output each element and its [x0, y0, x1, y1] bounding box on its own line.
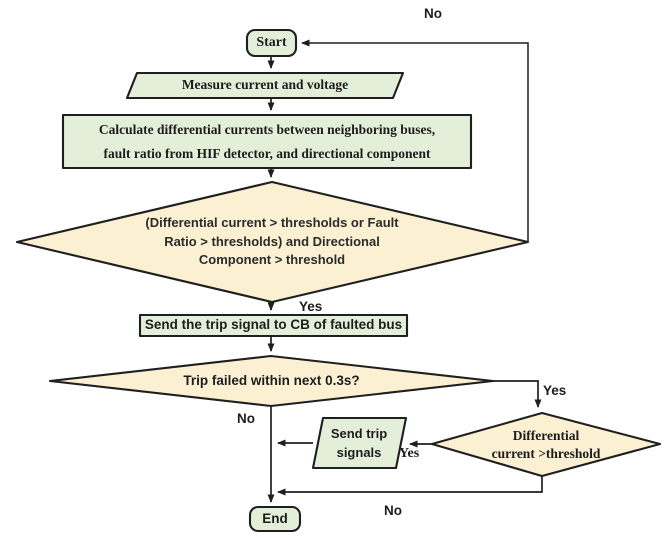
measure-io-shape	[125, 71, 405, 100]
calculate-label-line1: Calculate differential currents between …	[98, 121, 436, 137]
calculate-label-line2: fault ratio from HIF detector, and direc…	[103, 145, 431, 161]
edge-label-no-top: No	[424, 6, 442, 21]
start-label: Start	[256, 35, 287, 51]
send-trip-io-shape	[311, 416, 408, 470]
edge-label-no-trip: No	[237, 411, 255, 426]
send-trip-label-line2: signals	[336, 445, 382, 460]
edge-decision-no-to-start	[301, 39, 529, 241]
differential-decision-line2: current >threshold	[491, 445, 601, 461]
start-terminal-shape	[245, 28, 298, 58]
measure-label: Measure current and voltage	[181, 77, 349, 93]
edge-label-yes-diff: Yes	[399, 446, 420, 461]
differential-decision-line1: Differential	[512, 427, 580, 443]
end-terminal-shape	[248, 505, 302, 533]
edge-label-yes-trip: Yes	[543, 383, 567, 398]
edge-label-yes-main: Yes	[299, 299, 323, 314]
edge-tripfailed-yes-to-diff	[493, 380, 542, 408]
trip-signal-process-shape	[138, 313, 409, 338]
trip-failed-decision-shape	[48, 354, 495, 408]
main-decision-line1: (Differential current > thresholds or Fa…	[145, 215, 399, 231]
trip-failed-label: Trip failed within next 0.3s?	[183, 372, 360, 388]
send-trip-label-line1: Send trip	[330, 426, 388, 441]
end-label: End	[262, 510, 288, 526]
differential-decision-shape	[430, 411, 662, 478]
main-decision-shape	[15, 180, 530, 304]
main-decision-line3: Component > threshold	[198, 252, 346, 268]
main-decision-line2: Ratio > thresholds) and Directional	[164, 233, 380, 249]
trip-signal-label: Send the trip signal to CB of faulted bu…	[144, 317, 403, 333]
calculate-process-shape	[61, 113, 473, 170]
edge-diff-no-to-endline	[277, 476, 543, 496]
edge-label-no-diff: No	[384, 503, 402, 518]
